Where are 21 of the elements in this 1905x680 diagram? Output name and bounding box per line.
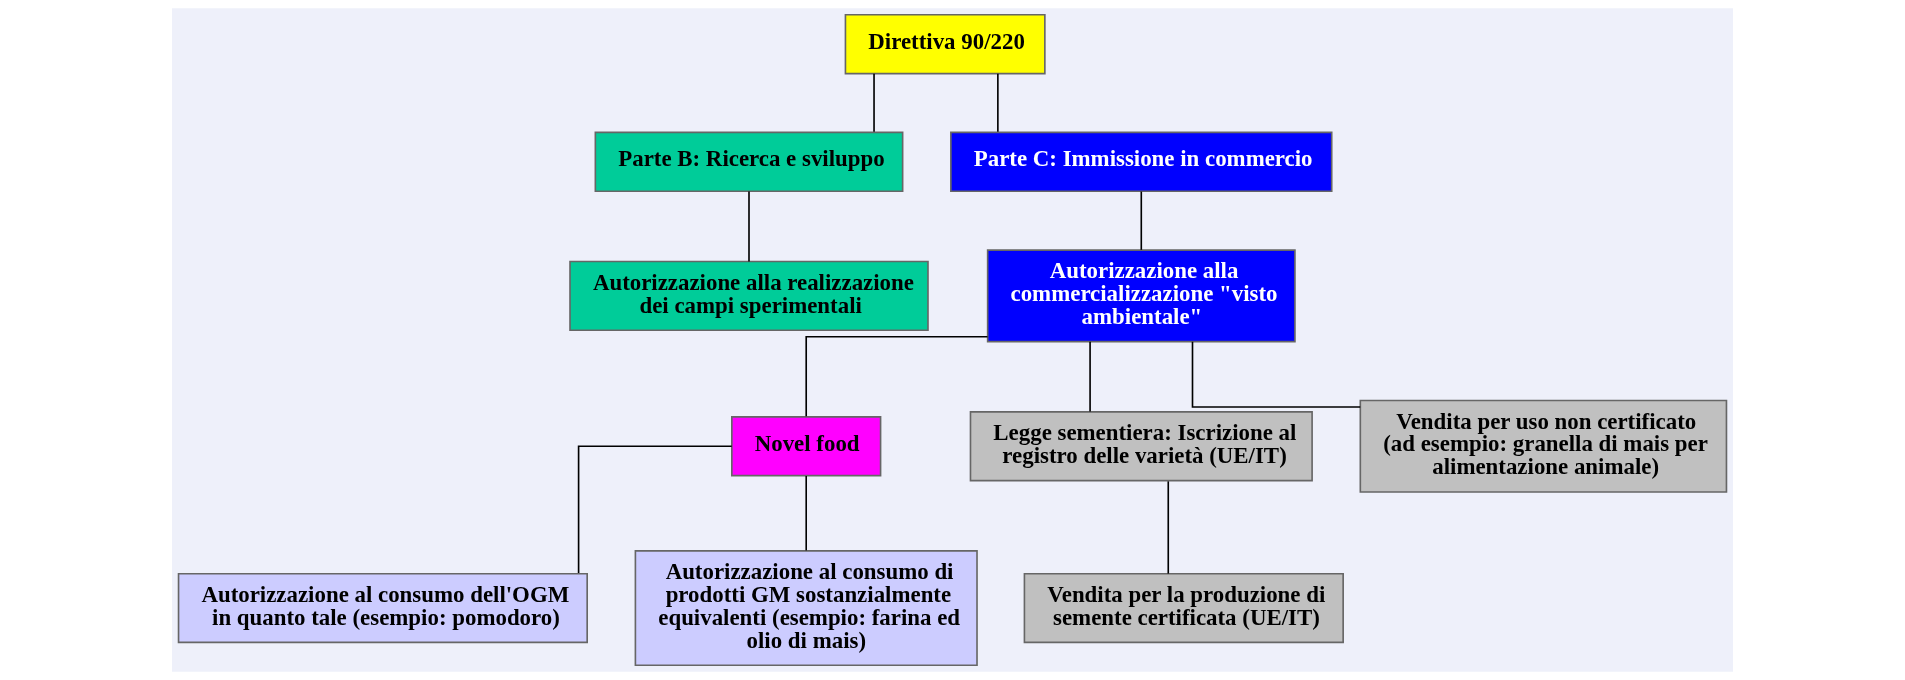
node-box: Legge sementiera: Iscrizione al registro delle varietà (UE/IT)	[969, 411, 1313, 482]
connector	[1089, 341, 1091, 413]
node-box: Vendita per uso non certificato (ad esempio: granella di mais per alimentazione animale)	[1359, 399, 1728, 493]
connector	[748, 190, 750, 263]
node-box: Autorizzazione alla commercializzazione "visto ambientale"	[986, 249, 1296, 343]
connector	[805, 335, 989, 418]
connector	[1140, 190, 1143, 251]
node-box: Novel food	[731, 416, 882, 477]
connector	[873, 73, 875, 133]
node-box: Vendita per la produzione di semente certificata (UE/IT)	[1023, 572, 1344, 644]
node-box: Autorizzazione al consumo dell'OGM in quanto tale (esempio: pomodoro)	[177, 572, 588, 644]
node-box: Parte C: Immissione in commercio	[950, 131, 1333, 193]
connector	[577, 445, 733, 574]
connector	[1191, 340, 1362, 408]
node-box: Autorizzazione al consumo di prodotti GM sostanzialmente equivalenti (esempio: farina ed olio di mais)	[634, 550, 978, 667]
connector	[1167, 480, 1170, 575]
connector	[805, 475, 808, 552]
node-box: Direttiva 90/220	[844, 13, 1046, 75]
connector	[997, 73, 999, 133]
node-box: Autorizzazione alla realizzazione dei campi sperimentali	[569, 260, 929, 331]
node-box: Parte B: Ricerca e sviluppo	[594, 131, 904, 193]
